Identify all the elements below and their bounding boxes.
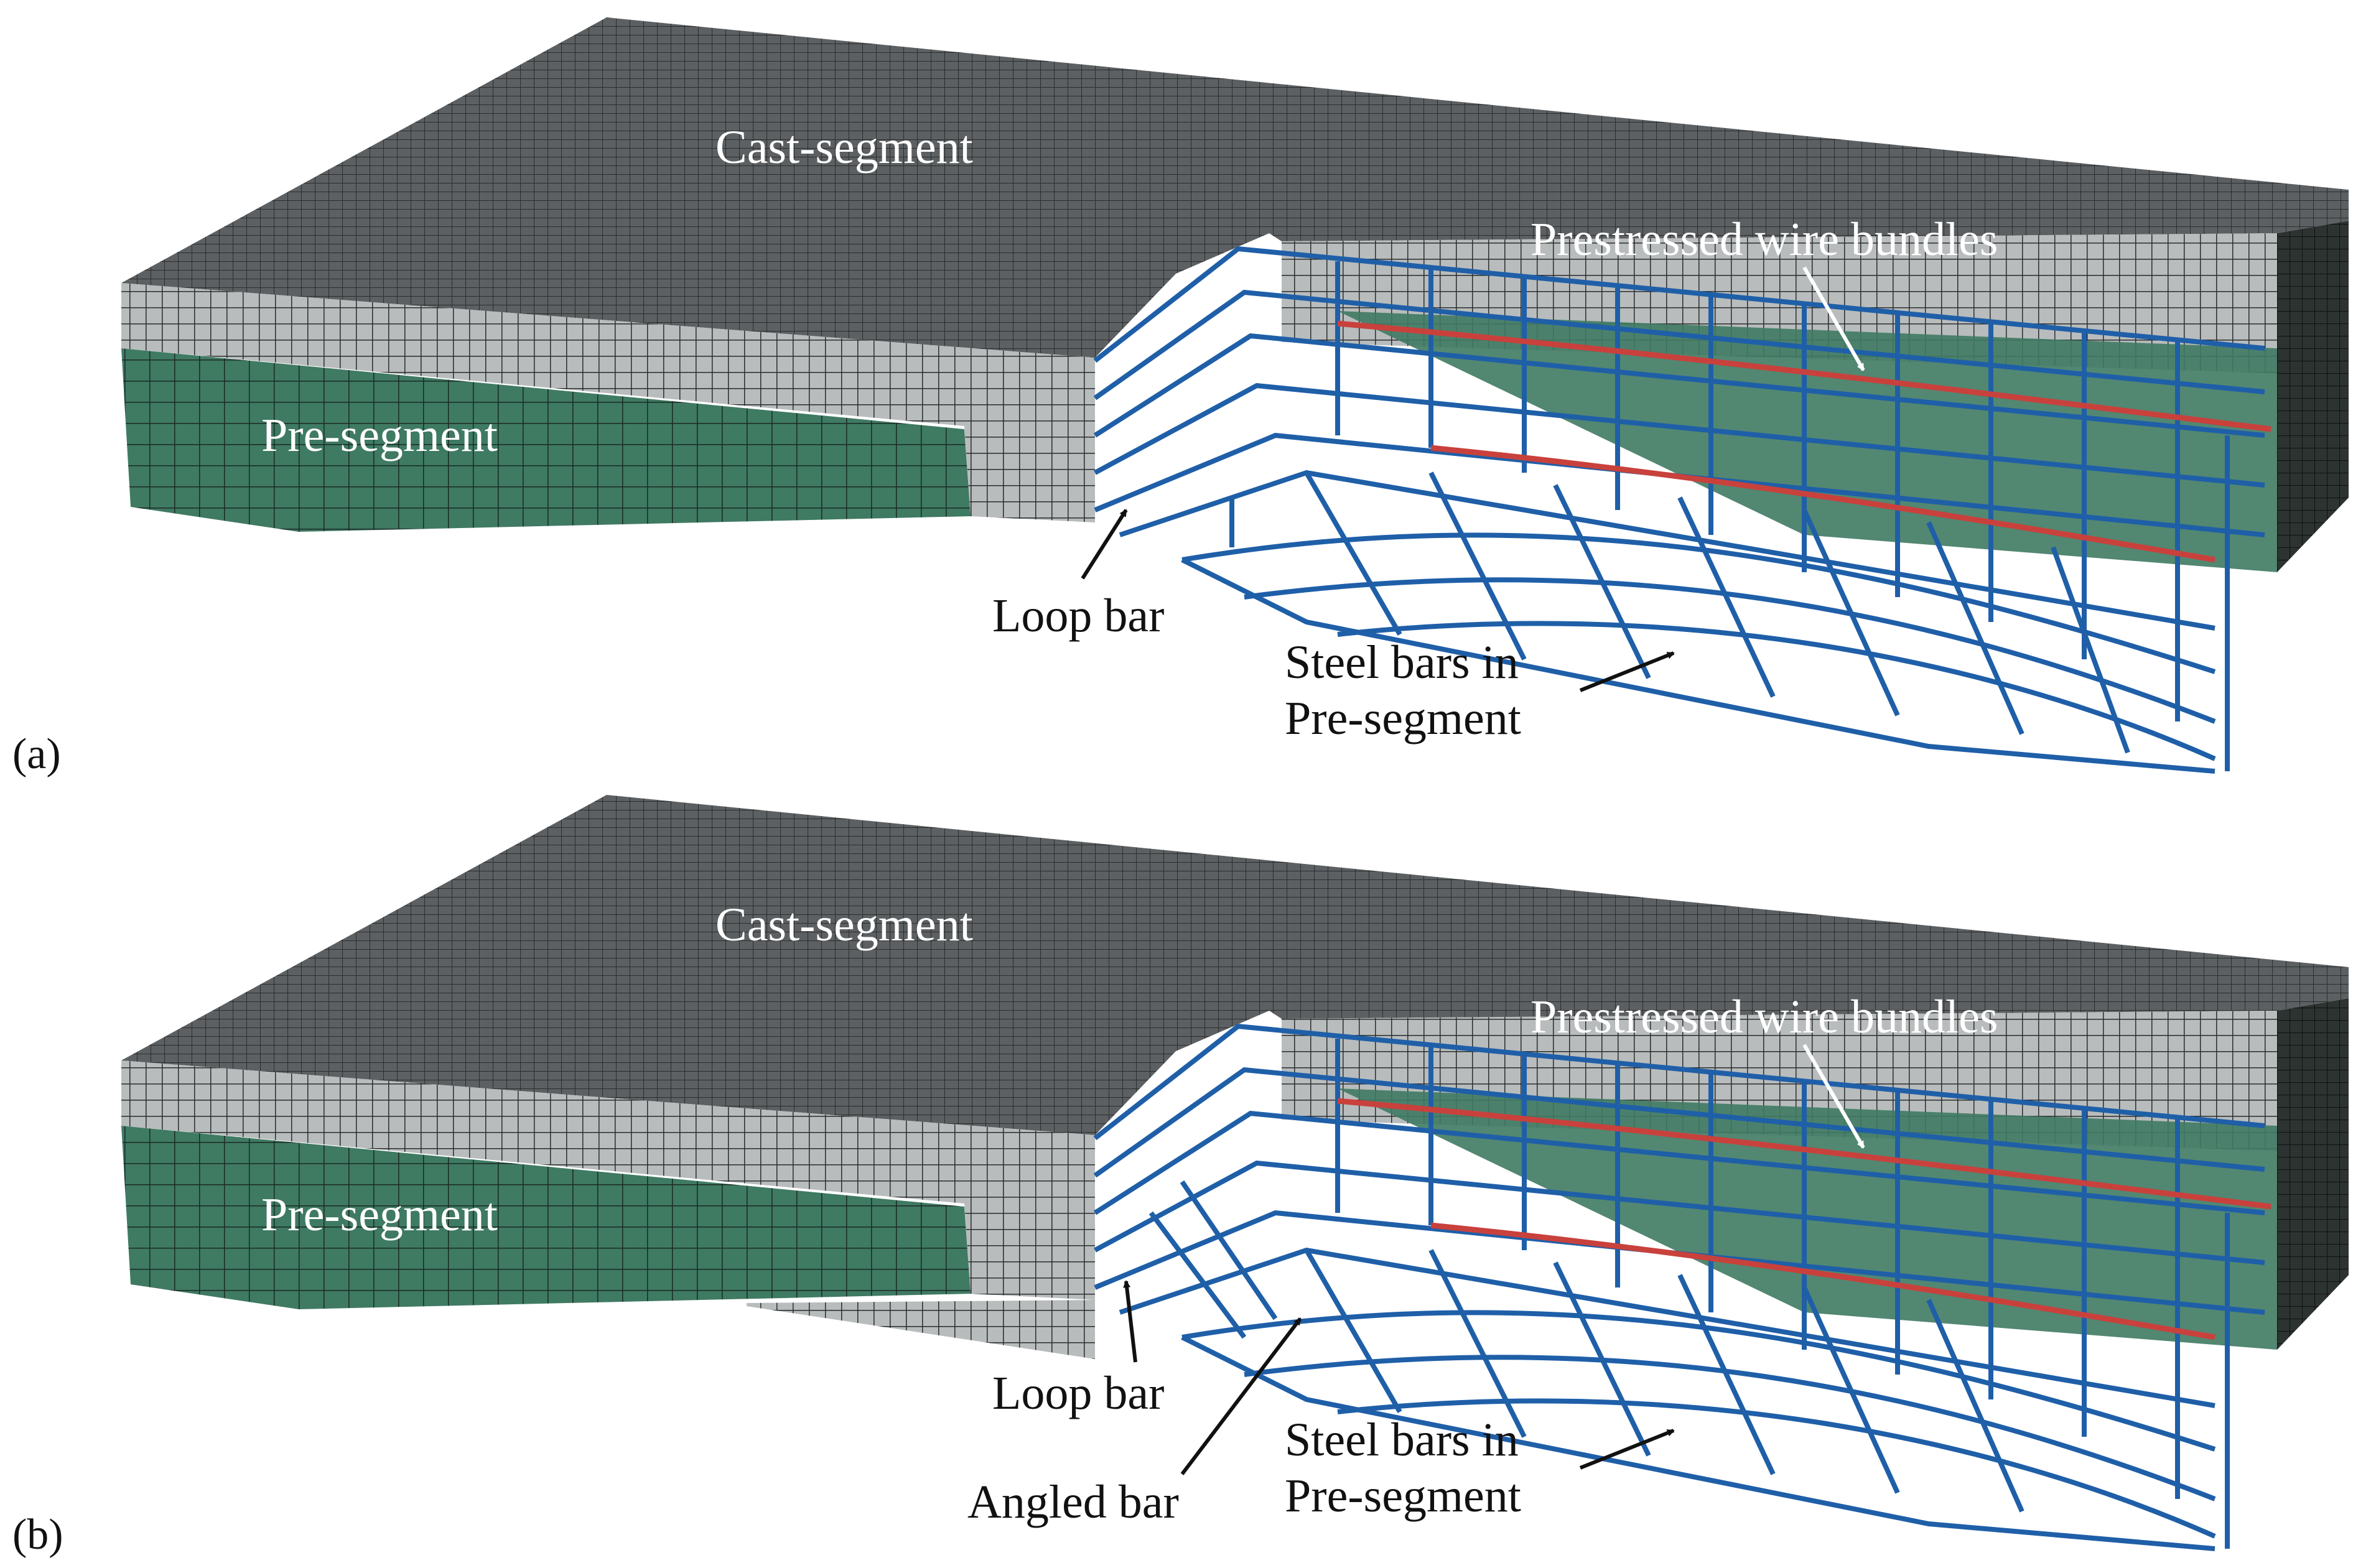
lower-ledge-b [747, 1300, 1095, 1359]
angled-bar-pointer-b [1180, 1317, 1302, 1475]
cast-segment-top-surface-b [121, 795, 2349, 1135]
cast-segment-side-a [121, 283, 1095, 522]
cast-segment-top-surface-a [121, 17, 2349, 358]
tendons-a [1337, 320, 2271, 563]
right-end-face-b [2277, 998, 2349, 1350]
panel-a: Cast-segment Pre-segment Prestressed wir… [12, 17, 2349, 778]
steel-bars-label-b-line1: Steel bars in [1285, 1414, 1519, 1466]
prestressed-label-b: Prestressed wire bundles [1530, 991, 1998, 1043]
panel-b: Cast-segment Pre-segment Prestressed wir… [12, 795, 2349, 1559]
steel-bars-pointer-a [1579, 651, 1675, 692]
panel-tag-a: (a) [12, 730, 61, 778]
steel-bars-label-a-line2: Pre-segment [1285, 692, 1521, 745]
steel-bars-pointer-b [1579, 1429, 1675, 1470]
loop-bar-pointer-a [1081, 509, 1128, 580]
prestressed-pointer-a [1802, 266, 1865, 371]
pre-segment-label-b: Pre-segment [261, 1189, 498, 1241]
tendons-b [1337, 1098, 2271, 1340]
pre-segment-label-a: Pre-segment [261, 409, 498, 462]
cast-segment-label-b: Cast-segment [715, 899, 973, 951]
steel-bars-label-b-line2: Pre-segment [1285, 1470, 1521, 1522]
steel-bars-label-a-line1: Steel bars in [1285, 636, 1519, 689]
rebar-cage-b [1093, 1023, 2265, 1551]
loop-bar-label-b: Loop bar [992, 1367, 1164, 1419]
prestressed-label-a: Prestressed wire bundles [1530, 213, 1998, 266]
cast-segment-label-a: Cast-segment [715, 121, 973, 174]
panel-tag-b: (b) [12, 1511, 63, 1559]
loop-bar-pointer-b [1123, 1280, 1137, 1363]
pre-segment-face-b [121, 1126, 971, 1309]
rebar-cage-a [1093, 246, 2265, 774]
loop-bar-label-a: Loop bar [992, 590, 1164, 642]
prestressed-pointer-b [1802, 1044, 1865, 1149]
right-end-face-a [2277, 221, 2349, 572]
cast-segment-side-b [121, 1060, 1095, 1300]
angled-bar-label-b: Angled bar [967, 1476, 1179, 1528]
pre-segment-face-a [121, 348, 971, 532]
